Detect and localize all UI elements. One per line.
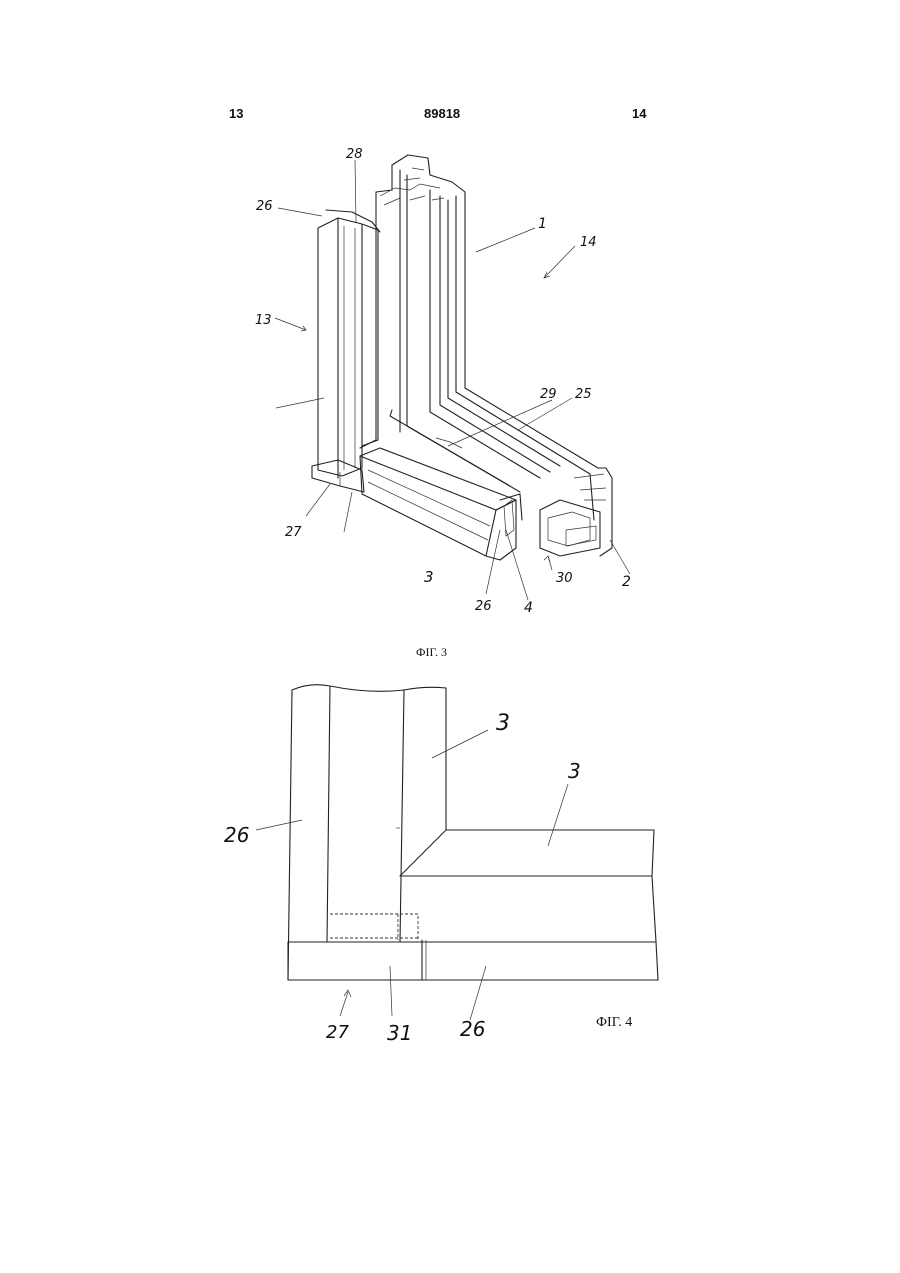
label-4: 4	[524, 600, 533, 616]
vertical-frame-profile	[376, 155, 465, 440]
horizontal-frame-profile	[360, 388, 612, 556]
label-28: 28	[346, 147, 363, 162]
label-27: 27	[285, 525, 302, 540]
label-14: 14	[580, 235, 597, 250]
label-26-bottom: 26	[475, 599, 492, 614]
figure-3-caption: ФIГ. 3	[416, 645, 447, 660]
label-2: 2	[622, 574, 631, 590]
label-25: 25	[575, 387, 592, 402]
label-3: 3	[424, 568, 434, 586]
label-26-top: 26	[256, 199, 273, 214]
label-29: 29	[540, 387, 557, 402]
fig3-leader-lines	[275, 160, 630, 600]
label-13: 13	[255, 313, 272, 328]
label-1: 1	[538, 216, 547, 232]
label-30: 30	[556, 571, 573, 586]
figure-4-caption: ФIГ. 4	[596, 1015, 632, 1031]
cover-profile-vertical	[318, 210, 380, 478]
cover-profile-horizontal	[360, 448, 522, 560]
